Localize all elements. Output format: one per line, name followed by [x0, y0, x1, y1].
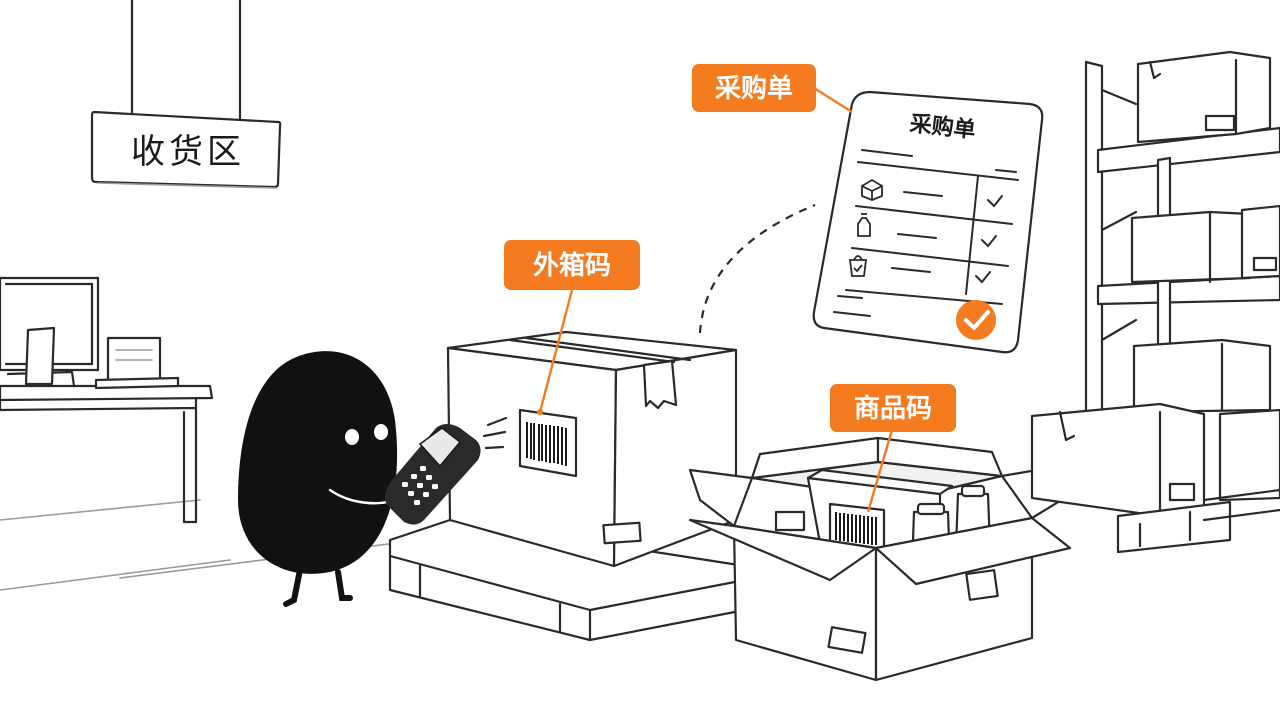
approved-check-icon	[956, 300, 996, 340]
connector-dashed	[698, 203, 816, 334]
callout-product-code: 商品码	[830, 384, 956, 513]
bag-icon	[848, 255, 868, 277]
bottle-icon	[857, 213, 871, 237]
barcode-scanner-icon	[384, 424, 481, 525]
callout-carton-code: 外箱码	[504, 240, 640, 415]
sealed-carton	[446, 330, 738, 568]
scan-rays	[482, 416, 508, 450]
open-product-box	[688, 436, 1072, 682]
purchase-order-label: 采购单	[715, 74, 793, 104]
character	[238, 351, 481, 607]
box-icon	[861, 178, 883, 201]
product-code-label: 商品码	[854, 393, 932, 424]
carton-barcode	[518, 408, 578, 478]
callout-purchase-order: 采购单	[692, 64, 853, 114]
sign-label: 收货区	[131, 132, 245, 172]
purchase-order-document: 采购单	[812, 90, 1044, 354]
office-desk	[0, 276, 214, 524]
carton-code-label: 外箱码	[533, 250, 611, 281]
receiving-area-sign: 收货区	[90, 0, 282, 189]
storage-shelving	[1030, 50, 1280, 554]
